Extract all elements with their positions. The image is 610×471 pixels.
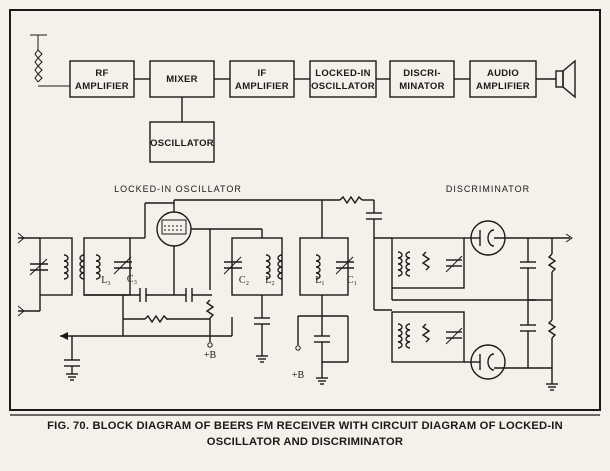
l2-label: L₂ bbox=[265, 275, 275, 286]
l1-coil bbox=[315, 254, 321, 280]
l2-coil bbox=[265, 254, 271, 280]
if-amplifier-label-1: IF bbox=[257, 68, 266, 79]
oscillator-block bbox=[149, 121, 215, 163]
disc-coil-top bbox=[397, 251, 403, 277]
audio-amplifier-label-1: AUDIO bbox=[487, 68, 519, 79]
locked-in-label-2: OSCILLATOR bbox=[311, 81, 375, 92]
discriminator-section-label: DISCRIMINATOR bbox=[446, 184, 530, 194]
c3-label: C₃ bbox=[127, 274, 137, 285]
caption-line-1: FIG. 70. BLOCK DIAGRAM OF BEERS FM RECEI… bbox=[47, 420, 563, 432]
series-resistor bbox=[339, 195, 363, 205]
l1-label: L₁ bbox=[315, 275, 325, 286]
l3-coil bbox=[95, 254, 101, 280]
disc-coil-bottom bbox=[397, 323, 403, 349]
figure-caption: FIG. 70. BLOCK DIAGRAM OF BEERS FM RECEI… bbox=[0, 418, 610, 450]
discriminator-schematic bbox=[373, 220, 573, 391]
figure-frame bbox=[9, 9, 601, 411]
antenna-icon bbox=[30, 34, 70, 87]
c2-label: C₂ bbox=[239, 275, 249, 286]
rf-amplifier-label-2: AMPLIFIER bbox=[75, 81, 129, 92]
input-arrow-bottom bbox=[17, 305, 25, 317]
l3-label: L₃ bbox=[101, 275, 111, 286]
plus-b-label-1: +B bbox=[204, 350, 217, 361]
output-arrow bbox=[60, 332, 68, 340]
discriminator-label-2: MINATOR bbox=[399, 81, 445, 92]
if-amplifier-label-2: AMPLIFIER bbox=[235, 81, 289, 92]
locked-in-section-label: LOCKED-IN OSCILLATOR bbox=[114, 184, 242, 194]
disc-output-arrow bbox=[565, 233, 573, 243]
caption-line-2: OSCILLATOR AND DISCRIMINATOR bbox=[206, 436, 404, 448]
locked-in-label-1: LOCKED-IN bbox=[315, 68, 370, 79]
input-arrow-top bbox=[17, 232, 25, 244]
speaker-icon bbox=[555, 59, 576, 99]
locked-in-oscillator-schematic: L₃ C₃ + bbox=[17, 195, 382, 385]
oscillator-label: OSCILLATOR bbox=[150, 138, 214, 149]
input-coil bbox=[63, 254, 69, 280]
rf-amplifier-label-1: RF bbox=[95, 68, 108, 79]
plus-b-label-2: +B bbox=[292, 370, 305, 381]
block-diagram: RF AMPLIFIER MIXER IF AMPLIFIER LOCKED-I… bbox=[30, 34, 576, 163]
mixer-label: MIXER bbox=[166, 74, 198, 85]
audio-amplifier-label-2: AMPLIFIER bbox=[476, 81, 530, 92]
discriminator-label-1: DISCRI- bbox=[403, 68, 440, 79]
c1-label: C₁ bbox=[347, 275, 357, 286]
